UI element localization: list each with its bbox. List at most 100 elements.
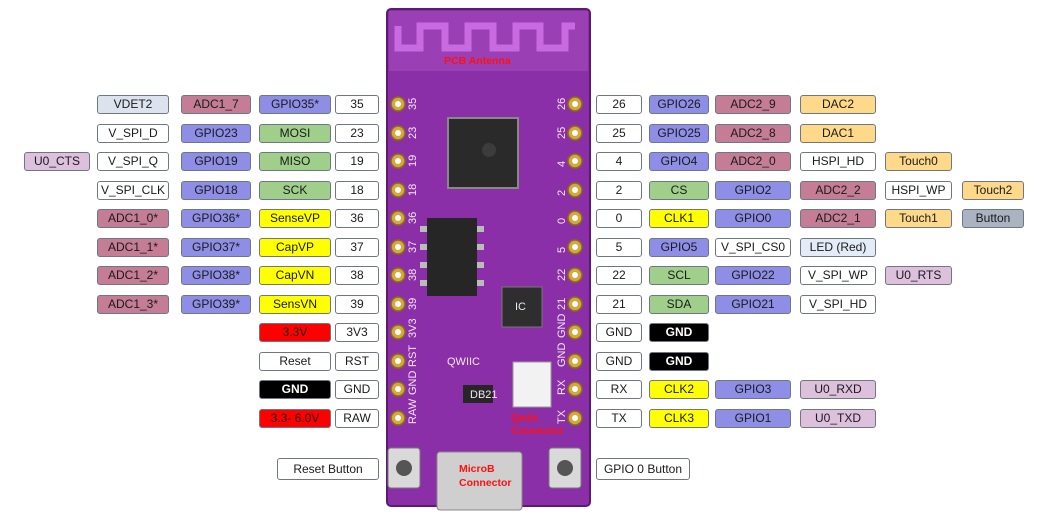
pin-label-button: Button — [962, 209, 1024, 228]
left-pin-silk-label: RAW — [407, 398, 419, 424]
pin-hole-center — [395, 215, 401, 221]
pin-label-35: 35 — [335, 95, 379, 114]
left-pin-silk-label: 36 — [407, 212, 419, 224]
chip-logo — [482, 143, 496, 157]
pin-label-gpio39-: GPIO39* — [181, 295, 251, 314]
pin-label-miso: MISO — [259, 152, 331, 171]
pin-hole-center — [395, 415, 401, 421]
pin-label-21: 21 — [596, 295, 642, 314]
pin-label-gpio38-: GPIO38* — [181, 266, 251, 285]
pin-label-gpio0: GPIO0 — [715, 209, 791, 228]
pin-label-dac1: DAC1 — [800, 124, 876, 143]
pin-label-gpio21: GPIO21 — [715, 295, 791, 314]
pin-label-gnd: GND — [259, 380, 331, 399]
pin-hole-center — [572, 215, 578, 221]
pin-label-adc1-0-: ADC1_0* — [97, 209, 169, 228]
left-pin-silk-label: 23 — [407, 127, 419, 139]
pin-label-sensevp: SenseVP — [259, 209, 331, 228]
pin-label-adc1-1-: ADC1_1* — [97, 238, 169, 257]
pin-label-22: 22 — [596, 266, 642, 285]
pin-label-sck: SCK — [259, 181, 331, 200]
pin-label-scl: SCL — [649, 266, 709, 285]
pin-hole-center — [395, 244, 401, 250]
pin-label-adc1-7: ADC1_7 — [181, 95, 251, 114]
pin-label-adc1-3-: ADC1_3* — [97, 295, 169, 314]
pin-label-18: 18 — [335, 181, 379, 200]
pin-label-led-red-: LED (Red) — [800, 238, 876, 257]
pin-label-37: 37 — [335, 238, 379, 257]
right-pin-silk-label: 26 — [556, 98, 568, 110]
pin-label-capvp: CapVP — [259, 238, 331, 257]
pin-label-clk3: CLK3 — [649, 409, 709, 428]
left-pin-silk-label: 37 — [407, 241, 419, 253]
pin-hole-center — [572, 101, 578, 107]
pin-label-3-3v: 3.3V — [259, 323, 331, 342]
pin-label-3v3: 3V3 — [335, 323, 379, 342]
pin-label-gpio3: GPIO3 — [715, 380, 791, 399]
left-pin-silk-label: 18 — [407, 184, 419, 196]
pin-hole-center — [395, 301, 401, 307]
pin-label-36: 36 — [335, 209, 379, 228]
right-pin-silk-label: 25 — [556, 127, 568, 139]
pin-label-adc2-9: ADC2_9 — [715, 95, 791, 114]
pin-label-gpio36-: GPIO36* — [181, 209, 251, 228]
pin-hole-center — [572, 358, 578, 364]
pin-label-tx: TX — [596, 409, 642, 428]
pin-label-gpio18: GPIO18 — [181, 181, 251, 200]
qwiic-connector — [512, 361, 552, 408]
pin-label-gnd: GND — [596, 323, 642, 342]
left-pin-silk-label: 35 — [407, 98, 419, 110]
pin-label-adc2-2: ADC2_2 — [800, 181, 876, 200]
pin-hole-center — [572, 158, 578, 164]
pin-label-gpio35-: GPIO35* — [259, 95, 331, 114]
pin-hole-center — [395, 130, 401, 136]
pin-label-cs: CS — [649, 181, 709, 200]
pin-hole-center — [395, 187, 401, 193]
pin-label-gpio25: GPIO25 — [649, 124, 709, 143]
pin-label-v-spi-q: V_SPI_Q — [97, 152, 169, 171]
pin-label-gpio1: GPIO1 — [715, 409, 791, 428]
pin-label-gpio26: GPIO26 — [649, 95, 709, 114]
pin-label-reset: Reset — [259, 352, 331, 371]
pin-label-clk1: CLK1 — [649, 209, 709, 228]
pin-label-2: 2 — [596, 181, 642, 200]
right-pin-silk-label: RX — [556, 379, 568, 395]
pin-label-mosi: MOSI — [259, 124, 331, 143]
pin-label-clk2: CLK2 — [649, 380, 709, 399]
pin-label-u0-txd: U0_TXD — [800, 409, 876, 428]
pin-label-5: 5 — [596, 238, 642, 257]
pin-label-gnd: GND — [649, 323, 709, 342]
pin-label-v-spi-wp: V_SPI_WP — [800, 266, 876, 285]
left-pin-header — [390, 96, 406, 426]
qwiic-label: Qwiic — [511, 412, 539, 424]
right-pin-silk-label: 4 — [556, 161, 568, 167]
pin-label-3-3-6-0v: 3.3- 6.0V — [259, 409, 331, 428]
right-pin-silk-label: GND — [556, 314, 568, 339]
pin-hole-center — [572, 415, 578, 421]
pin-hole-center — [395, 272, 401, 278]
antenna-trace — [394, 22, 575, 52]
pin-hole-center — [572, 244, 578, 250]
antenna-label: PCB Antenna — [444, 55, 511, 67]
gpio0-button-cap — [557, 460, 573, 476]
pin-hole-center — [395, 158, 401, 164]
pin-label-gpio19: GPIO19 — [181, 152, 251, 171]
pin-label-hspi-hd: HSPI_HD — [800, 152, 876, 171]
pin-hole-center — [572, 329, 578, 335]
pin-label-19: 19 — [335, 152, 379, 171]
flash-pins — [420, 226, 484, 286]
pin-label-u0-rxd: U0_RXD — [800, 380, 876, 399]
left-pin-silk-label: 39 — [407, 298, 419, 310]
pin-label-raw: RAW — [335, 409, 379, 428]
pin-label-adc2-1: ADC2_1 — [800, 209, 876, 228]
pin-label-39: 39 — [335, 295, 379, 314]
pin-label-26: 26 — [596, 95, 642, 114]
pin-label-rst: RST — [335, 352, 379, 371]
usb-chip-mark: IC — [515, 301, 526, 313]
right-pin-header — [567, 96, 583, 426]
pin-label-gpio4: GPIO4 — [649, 152, 709, 171]
microb-connector[interactable] — [436, 451, 523, 511]
pin-label-0: 0 — [596, 209, 642, 228]
